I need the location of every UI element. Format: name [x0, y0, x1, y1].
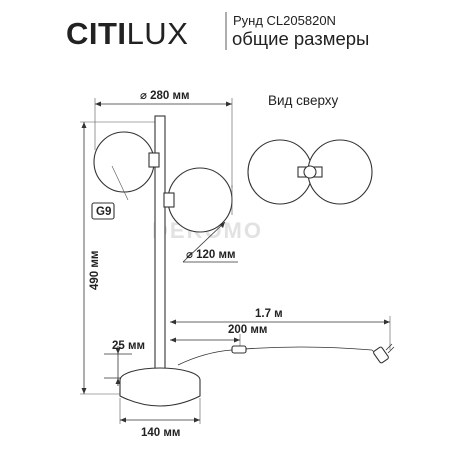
switch-distance-dimension: 200 мм	[170, 324, 267, 350]
model-name: Рунд CL205820N	[233, 13, 336, 28]
height-dimension: 490 мм	[80, 121, 160, 395]
height-dimension-label: 490 мм	[89, 251, 101, 290]
top-view	[247, 139, 373, 205]
base-width-dimension: 140 мм	[119, 398, 201, 439]
cable-length-label: 1.7 м	[255, 308, 283, 320]
power-plug	[371, 343, 395, 364]
brand-logo-part1: CITI	[66, 16, 127, 51]
switch-distance-label: 200 мм	[228, 324, 267, 336]
base-width-label: 140 мм	[141, 427, 180, 439]
socket-label: G9	[91, 202, 115, 220]
inline-switch	[231, 345, 247, 354]
lamp-base-body	[119, 380, 201, 407]
width-dimension-label: ⌀ 280 мм	[140, 90, 190, 102]
power-cable	[177, 346, 373, 366]
cable-length-dimension: 1.7 м	[170, 308, 391, 350]
globe-dimension-label: ⌀ 120 мм	[186, 249, 236, 261]
page-subtitle: общие размеры	[232, 28, 369, 49]
top-view-stem	[303, 165, 317, 179]
lower-globe-holder	[163, 192, 175, 208]
svg-text:CITILUX: CITILUX	[66, 16, 188, 51]
socket-leader-line	[111, 165, 129, 201]
socket-label-text: G9	[96, 206, 111, 218]
lower-globe	[167, 167, 233, 233]
top-view-label: Вид сверху	[268, 93, 339, 108]
globe-dimension: ⌀ 120 мм	[182, 221, 238, 263]
upper-globe	[93, 131, 155, 193]
brand-logo: CITILUX	[66, 16, 188, 51]
width-dimension: ⌀ 280 мм	[94, 90, 233, 188]
base-height-dimension: 25 мм	[104, 340, 145, 386]
brand-logo-part2: LUX	[127, 16, 189, 51]
upper-globe-holder	[148, 152, 160, 168]
base-height-label: 25 мм	[112, 340, 145, 352]
